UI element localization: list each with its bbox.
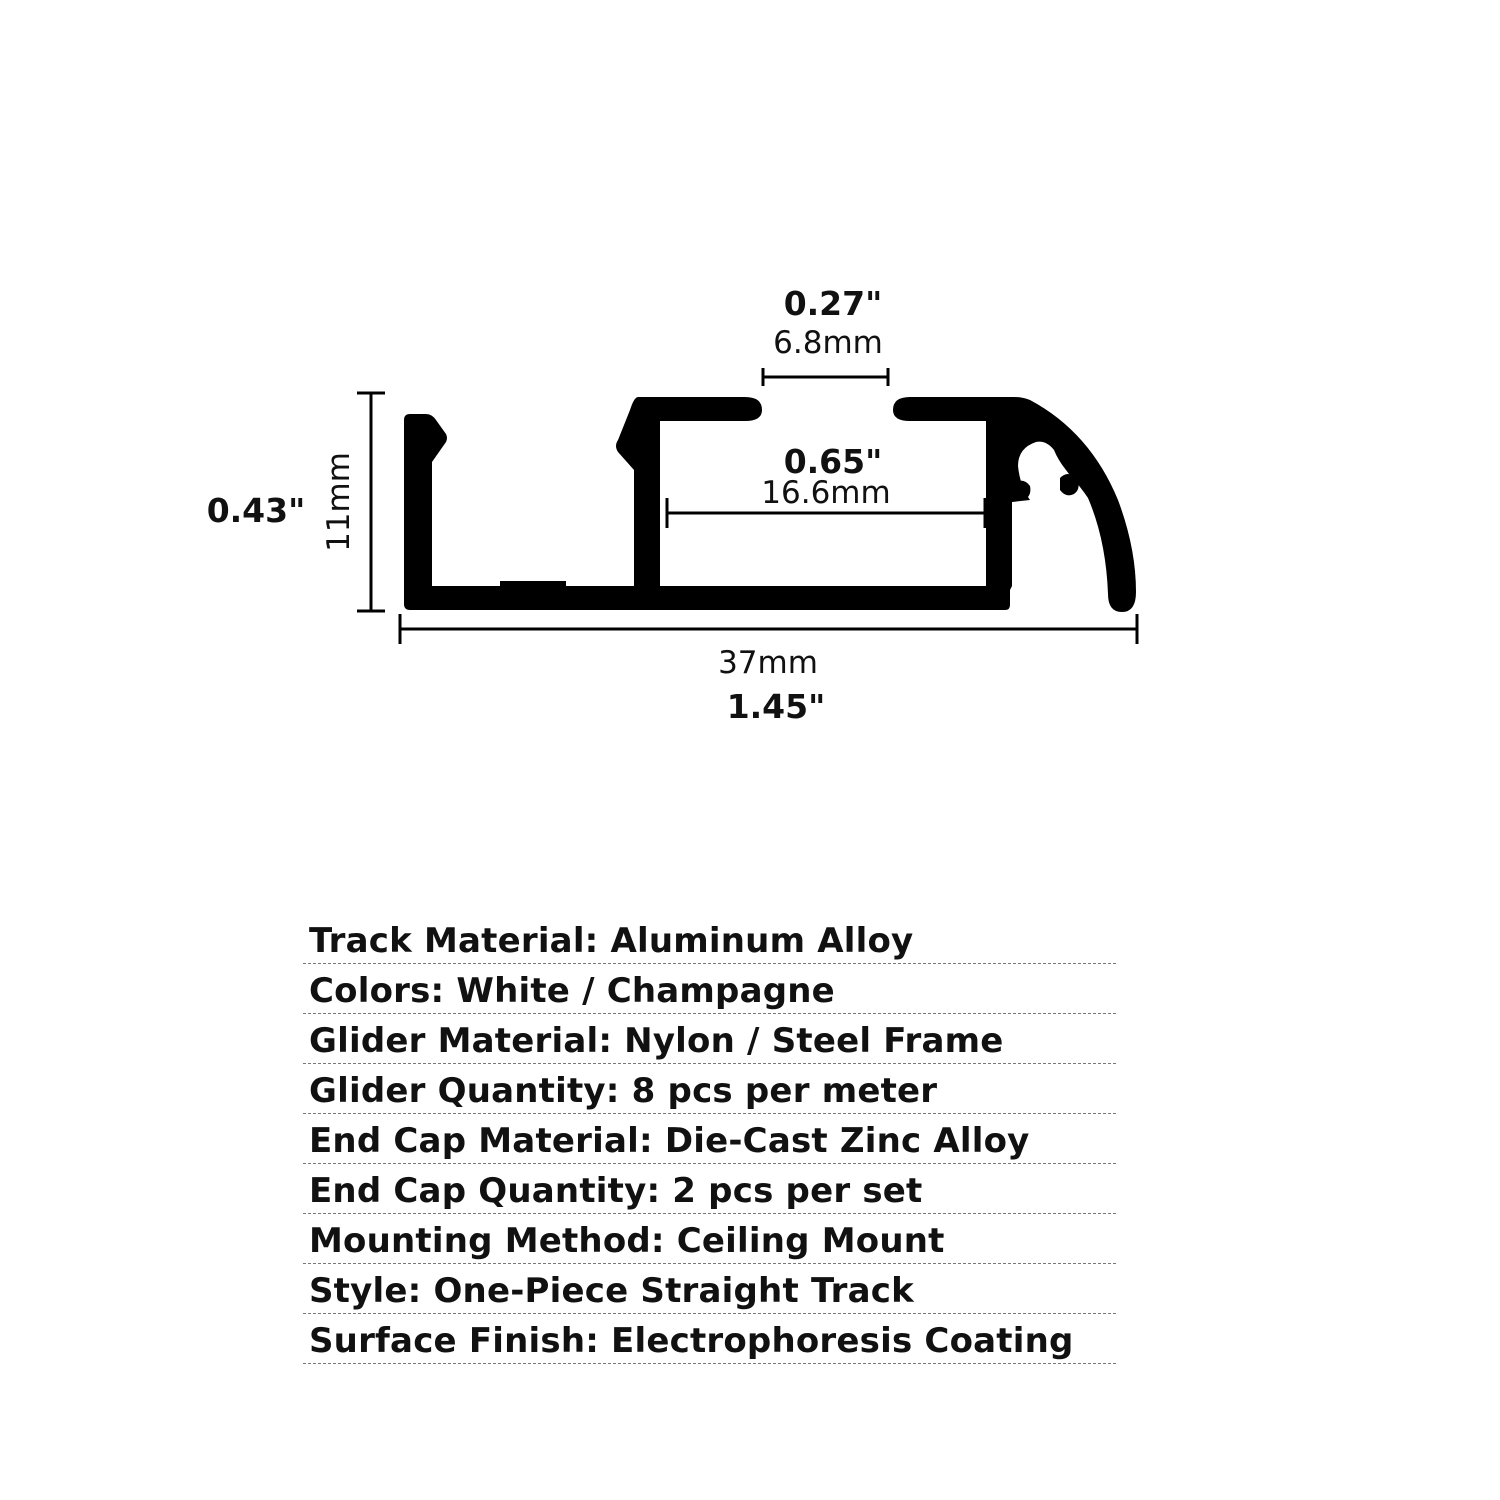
dimension-inner-width: 0.65" 16.6mm [665,442,987,528]
spec-text: Colors: White / Champagne [309,970,835,1011]
spec-list: Track Material: Aluminum Alloy Colors: W… [303,915,1116,1366]
dimension-total-width: 37mm 1.45" [398,614,1139,726]
spec-text: Surface Finish: Electrophoresis Coating [309,1321,1074,1362]
dimension-height: 0.43" 11mm [207,391,385,613]
height-inch-label: 0.43" [207,491,306,530]
profile-base-bump [500,581,566,586]
spec-text: Mounting Method: Ceiling Mount [309,1221,945,1262]
spec-text: Track Material: Aluminum Alloy [309,920,914,961]
profile-hook-2 [1014,480,1031,500]
spec-row-end-cap-quantity: End Cap Quantity: 2 pcs per set [303,1165,1116,1215]
profile-base [404,586,1010,610]
spec-text: Style: One-Piece Straight Track [309,1271,914,1312]
total-width-mm-label: 37mm [718,645,818,681]
inner-width-mm-label: 16.6mm [761,475,890,511]
slot-opening-mm-label: 6.8mm [773,325,883,361]
spec-row-glider-quantity: Glider Quantity: 8 pcs per meter [303,1065,1116,1114]
spec-row-style: Style: One-Piece Straight Track [303,1266,1116,1315]
total-width-inch-label: 1.45" [727,687,826,726]
track-cross-section [404,397,1136,612]
profile-right-body [893,397,1136,612]
spec-row-colors: Colors: White / Champagne [303,965,1116,1014]
spec-text: Glider Material: Nylon / Steel Frame [309,1020,1004,1061]
spec-row-surface-finish: Surface Finish: Electrophoresis Coating [303,1316,1116,1365]
profile-hook [1060,474,1079,496]
spec-text: End Cap Material: Die-Cast Zinc Alloy [309,1120,1030,1161]
spec-row-glider-material: Glider Material: Nylon / Steel Frame [303,1015,1116,1064]
spec-row-mounting-method: Mounting Method: Ceiling Mount [303,1216,1116,1265]
spec-text: End Cap Quantity: 2 pcs per set [309,1171,923,1212]
spec-row-track-material: Track Material: Aluminum Alloy [303,915,1116,964]
height-mm-label: 11mm [321,452,357,552]
slot-opening-inch-label: 0.27" [784,284,883,323]
inner-width-inch-label: 0.65" [784,442,883,481]
profile-left-chamber-wall [616,397,762,594]
spec-text: Glider Quantity: 8 pcs per meter [309,1070,938,1111]
spec-row-end-cap-material: End Cap Material: Die-Cast Zinc Alloy [303,1115,1116,1164]
dimension-slot-opening: 0.27" 6.8mm [761,284,890,386]
profile-left-lip [404,414,447,594]
